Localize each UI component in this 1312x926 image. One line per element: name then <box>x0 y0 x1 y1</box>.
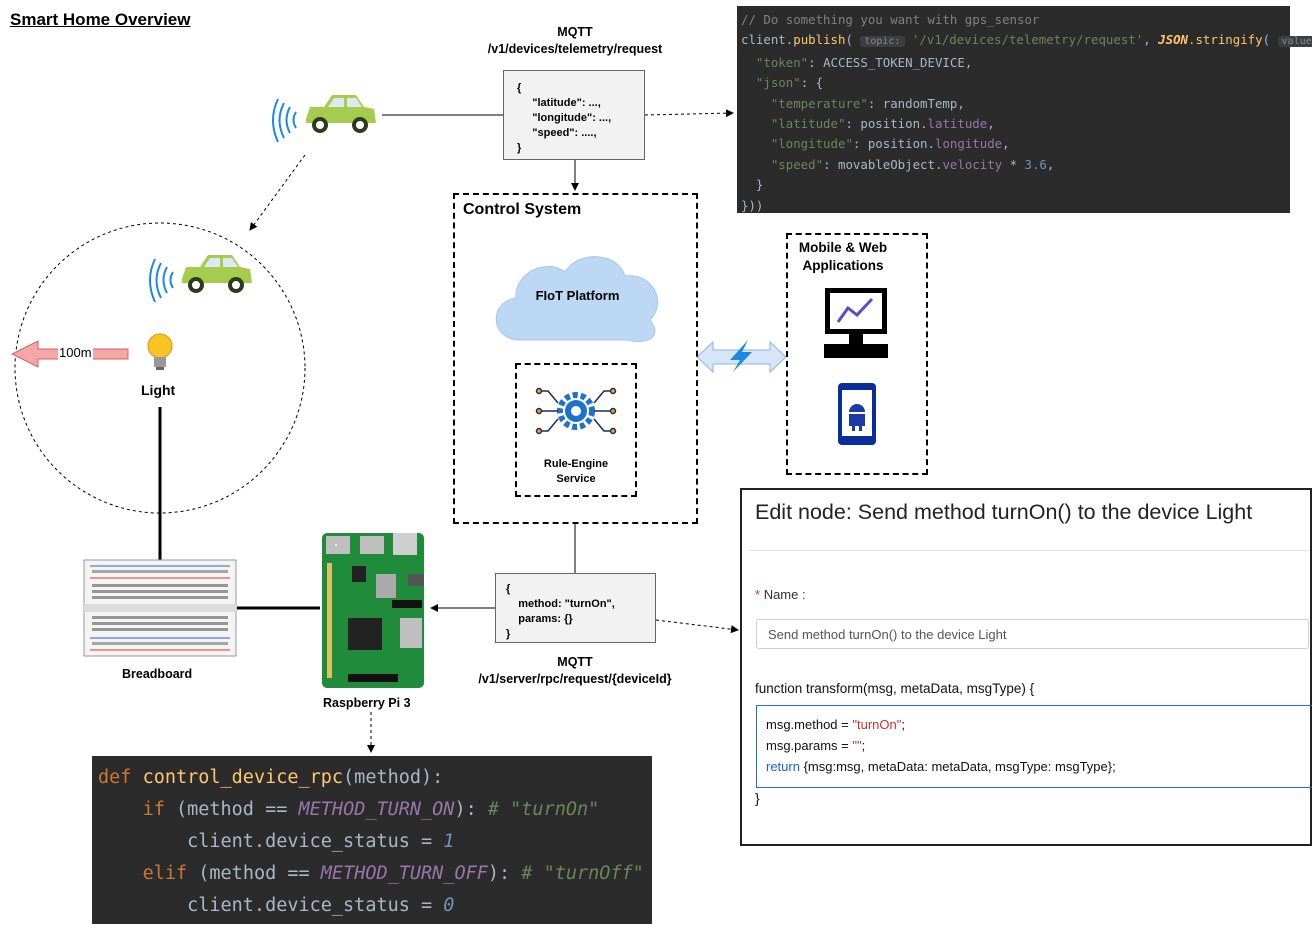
edit-node-heading: Edit node: Send method turnOn() to the d… <box>755 500 1253 524</box>
gear-icon <box>535 387 617 435</box>
code-comment: // Do something you want with gps_sensor <box>741 12 1040 27</box>
telemetry-message-box: { "latitude": ..., "longitude": ..., "sp… <box>503 70 645 160</box>
mqtt-bottom-protocol: MQTT <box>557 655 593 669</box>
signal-icon <box>149 258 174 303</box>
applications-label-line2: Applications <box>802 258 884 273</box>
breadboard-icon <box>83 559 237 657</box>
range-circle <box>14 222 306 514</box>
monitor-chart-icon <box>824 288 888 358</box>
code-line-longitude: "longitude": position.longitude, <box>770 136 1010 152</box>
name-label-text: Name <box>763 587 799 602</box>
control-system-box: Control System <box>453 193 698 524</box>
lightning-icon <box>730 340 752 372</box>
python-code-panel: def control_device_rpc(method): if (meth… <box>92 756 652 924</box>
code-line-close-outer: })) <box>741 197 764 213</box>
py-line-status-off: client.device_status = 0 <box>187 895 455 916</box>
car-icon <box>182 255 252 293</box>
function-closing-brace: } <box>755 790 760 806</box>
car-icon <box>306 95 376 133</box>
telemetry-code-panel: // Do something you want with gps_sensor… <box>737 6 1312 213</box>
required-mark: * <box>755 587 761 602</box>
function-body-editor[interactable]: msg.method = "turnOn"; msg.params = ""; … <box>756 705 1312 788</box>
raspberry-pi-icon <box>322 533 424 688</box>
heading-divider <box>750 550 1310 551</box>
light-label: Light <box>141 382 176 398</box>
code-line-token: "token": ACCESS_TOKEN_DEVICE, <box>755 54 973 70</box>
cloud-icon <box>495 256 659 343</box>
code-line-latitude: "latitude": position.latitude, <box>770 116 995 132</box>
code-line-speed: "speed": movableObject.velocity * 3.6, <box>770 156 1055 172</box>
signal-icon <box>272 98 297 143</box>
android-phone-icon <box>838 383 876 445</box>
rule-engine-label: Rule-Engine Service <box>517 457 635 487</box>
light-bulb-icon <box>147 333 173 370</box>
page-title: Smart Home Overview <box>10 10 191 29</box>
distance-label: 100m <box>58 345 93 360</box>
rule-engine-label-line1: Rule-Engine <box>543 458 609 470</box>
raspberry-pi-label: Raspberry Pi 3 <box>323 696 411 710</box>
code-line-temperature: "temperature": randomTemp, <box>770 95 965 111</box>
applications-label: Mobile & Web Applications <box>788 239 898 275</box>
editor-line-return: return {msg:msg, metaData: metaData, msg… <box>766 759 1116 774</box>
code-line-close-inner: } <box>755 177 764 193</box>
py-line-elif: elif (method == METHOD_TURN_OFF): # "tur… <box>142 863 644 884</box>
rule-engine-box: Rule-Engine Service <box>515 363 637 497</box>
platform-label: FIoT Platform <box>535 288 620 303</box>
applications-label-line1: Mobile & Web <box>798 240 888 255</box>
py-line-if: if (method == METHOD_TURN_ON): # "turnOn… <box>142 799 600 820</box>
edit-node-panel: Edit node: Send method turnOn() to the d… <box>740 488 1312 846</box>
telemetry-to-code-arrow <box>644 109 734 118</box>
editor-line-method: msg.method = "turnOn"; <box>766 717 905 732</box>
editor-line-params: msg.params = ""; <box>766 738 866 753</box>
rule-engine-label-line2: Service <box>556 473 596 485</box>
car-move-arrow <box>249 154 306 231</box>
mqtt-top-protocol: MQTT <box>557 25 593 39</box>
code-line-publish: client.publish( topic: '/v1/devices/tele… <box>741 30 1312 52</box>
rpc-message-box: { method: "turnOn", params: {} } <box>495 573 656 643</box>
control-system-title: Control System <box>463 201 582 218</box>
breadboard-label: Breadboard <box>122 667 193 681</box>
mqtt-top-topic: /v1/devices/telemetry/request <box>487 42 663 56</box>
py-line-status-on: client.device_status = 1 <box>187 831 455 852</box>
mqtt-bottom-label: MQTT /v1/server/rpc/request/{deviceId} <box>455 654 695 688</box>
py-line-def: def control_device_rpc(method): <box>98 767 444 788</box>
code-line-json: "json": { <box>755 75 824 91</box>
name-input[interactable] <box>756 619 1309 649</box>
rpc-to-editnode-arrow <box>655 619 739 634</box>
mqtt-bottom-topic: /v1/server/rpc/request/{deviceId} <box>478 672 672 686</box>
mqtt-top-label: MQTT /v1/devices/telemetry/request <box>455 24 695 58</box>
name-field-label: * Name : <box>755 587 806 602</box>
applications-box: Mobile & Web Applications <box>786 233 928 475</box>
function-signature: function transform(msg, metaData, msgTyp… <box>755 681 1035 696</box>
